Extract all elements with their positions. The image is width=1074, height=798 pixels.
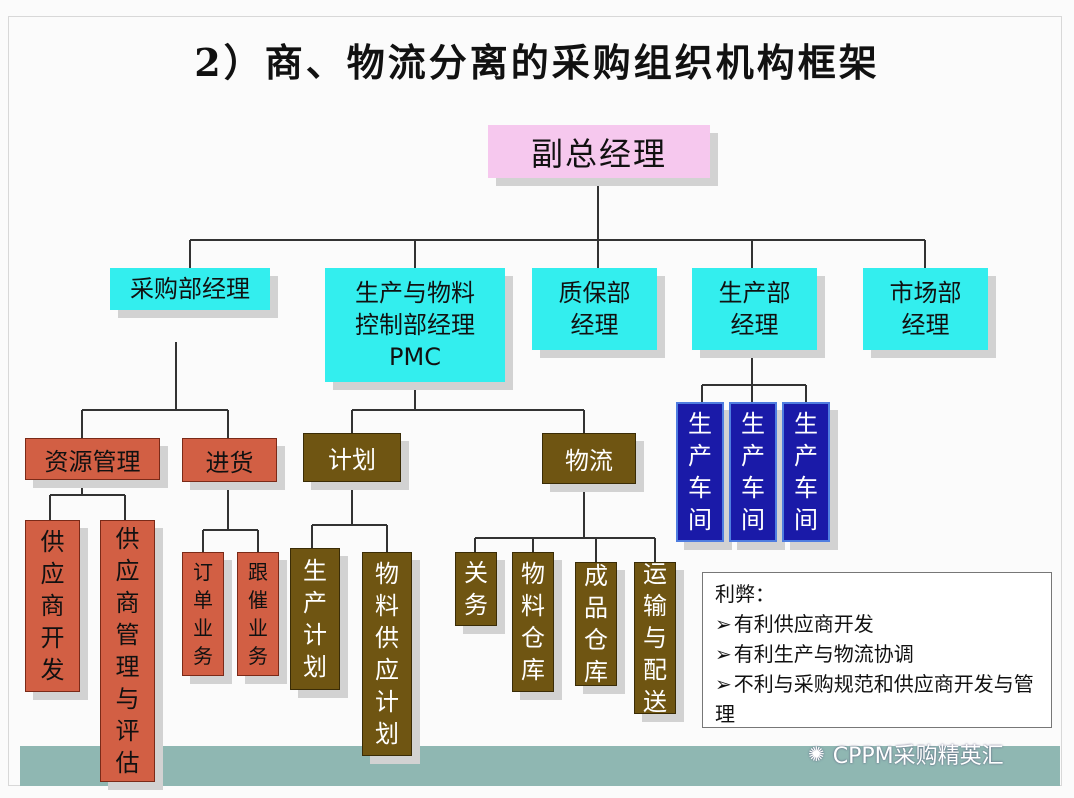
supplier-management-box: 供 应 商 管 理 与 评 估 [100, 520, 155, 782]
market-manager-box: 市场部 经理 [863, 268, 988, 350]
transport-delivery-label: 运 输 与 配 送 [643, 560, 667, 716]
note-item: 有利生产与物流协调 [715, 639, 1039, 669]
expedite-business-box: 跟 催 业 务 [237, 552, 279, 676]
watermark-text: CPPM采购精英汇 [832, 744, 1004, 769]
bottom-band [20, 746, 1060, 786]
production-workshop-label: 生 产 车 间 [794, 410, 818, 534]
expedite-business-label: 跟 催 业 务 [248, 560, 268, 668]
vice-general-manager-box: 副总经理 [488, 125, 710, 178]
order-business-label: 订 单 业 务 [193, 560, 213, 668]
production-plan-box: 生 产 计 划 [290, 548, 340, 690]
page-title: 2）商、物流分离的采购组织机构框架 [194, 40, 880, 85]
resource-management-box: 资源管理 [25, 438, 160, 480]
supplier-development-box: 供 应 商 开 发 [25, 520, 80, 692]
production-manager-label: 生产部 经理 [718, 279, 791, 339]
customs-box: 关 务 [455, 552, 497, 626]
vice-general-manager-label: 副总经理 [530, 134, 667, 173]
order-business-box: 订 单 业 务 [182, 552, 224, 676]
material-warehouse-box: 物 料 仓 库 [512, 552, 554, 692]
incoming-goods-label: 进货 [205, 448, 254, 477]
finished-goods-warehouse-box: 成 品 仓 库 [575, 562, 617, 686]
production-plan-label: 生 产 计 划 [303, 557, 327, 681]
pros-cons-heading: 利弊： [715, 582, 775, 606]
production-workshop-box: 生 产 车 间 [729, 402, 777, 542]
plan-box: 计划 [303, 433, 401, 482]
wechat-icon: ✺ [808, 742, 825, 766]
purchasing-manager-box: 采购部经理 [110, 268, 270, 310]
production-workshop-label: 生 产 车 间 [741, 410, 765, 534]
transport-delivery-box: 运 输 与 配 送 [634, 560, 676, 716]
pros-cons-note: 利弊： 有利供应商开发 有利生产与物流协调 不利与采购规范和供应商开发与管理 [702, 572, 1052, 728]
production-manager-box: 生产部 经理 [692, 268, 817, 350]
logistics-label: 物流 [565, 447, 613, 475]
pmc-manager-box: 生产与物料 控制部经理 PMC [325, 268, 505, 382]
note-item: 有利供应商开发 [715, 609, 1039, 639]
quality-manager-label: 质保部 经理 [558, 279, 631, 339]
market-manager-label: 市场部 经理 [889, 279, 962, 339]
supplier-development-label: 供 应 商 开 发 [40, 528, 65, 684]
customs-label: 关 务 [464, 559, 488, 619]
production-workshop-label: 生 产 车 间 [688, 410, 712, 534]
material-supply-plan-label: 物 料 供 应 计 划 [375, 560, 399, 748]
quality-manager-box: 质保部 经理 [532, 268, 657, 350]
material-warehouse-label: 物 料 仓 库 [521, 560, 545, 684]
watermark: ✺ CPPM采购精英汇 [808, 734, 1004, 774]
production-workshop-box: 生 产 车 间 [782, 402, 830, 542]
logistics-box: 物流 [542, 433, 636, 484]
incoming-goods-box: 进货 [182, 438, 277, 482]
plan-label: 计划 [328, 446, 376, 474]
note-item: 不利与采购规范和供应商开发与管理 [715, 669, 1039, 729]
pmc-manager-label: 生产与物料 控制部经理 PMC [355, 279, 475, 371]
purchasing-manager-label: 采购部经理 [130, 275, 250, 303]
supplier-management-label: 供 应 商 管 理 与 评 估 [115, 525, 140, 777]
production-workshop-box: 生 产 车 间 [676, 402, 724, 542]
finished-goods-warehouse-label: 成 品 仓 库 [584, 562, 608, 686]
resource-management-label: 资源管理 [44, 447, 141, 476]
material-supply-plan-box: 物 料 供 应 计 划 [362, 552, 412, 756]
